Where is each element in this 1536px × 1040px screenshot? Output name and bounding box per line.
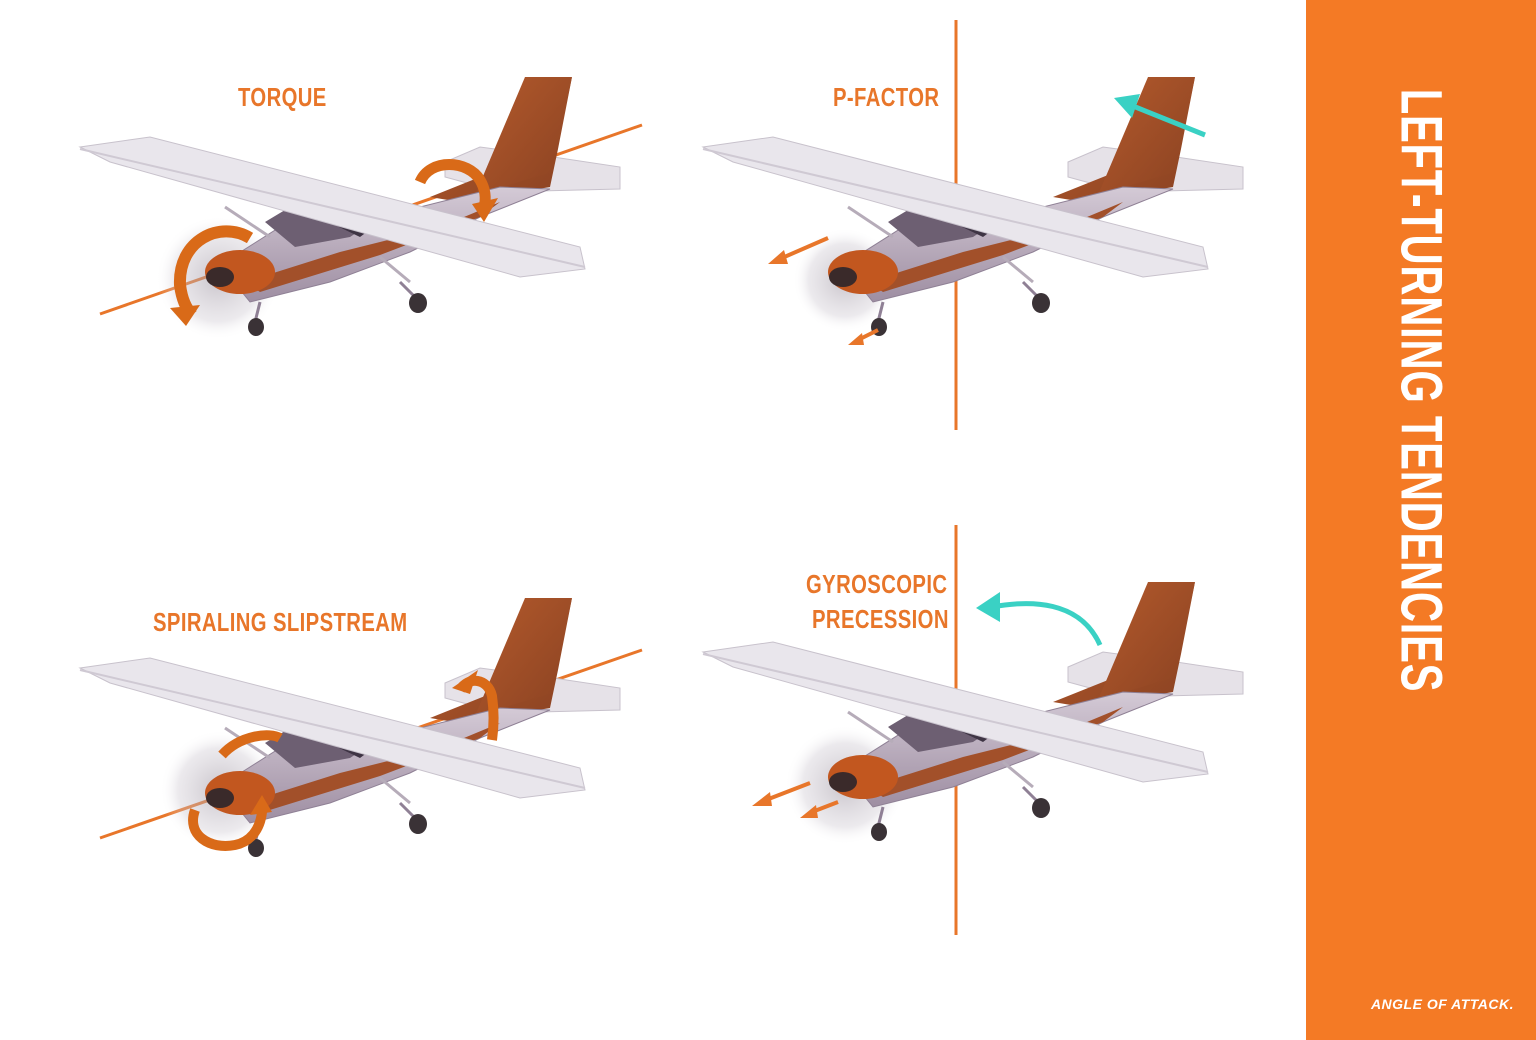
left-turning-tendencies-diagram	[78, 20, 1245, 935]
gyroscopic-precession-arrowhead	[976, 592, 1000, 622]
torque-prop-arrowhead	[170, 305, 200, 326]
spiraling-slipstream-title: SPIRALING SLIPSTREAM	[153, 607, 408, 637]
p-factor-panel	[701, 20, 1245, 430]
p-factor-yaw-arrowhead	[1114, 94, 1140, 118]
p-factor-thrust-arrow-up	[781, 236, 829, 260]
sidebar-title-text: LEFT-TURNING TENDENCIES	[1388, 88, 1454, 692]
gyroscopic-title-line2: PRECESSION	[812, 604, 949, 634]
gyroscopic-title-line1: GYROSCOPIC	[806, 569, 948, 599]
sidebar: ANGLE OF ATTACK.	[1306, 0, 1536, 1040]
p-factor-yaw-arrow	[1127, 101, 1206, 138]
p-factor-title: P-FACTOR	[833, 82, 940, 112]
slipstream-spiral-arrow-bottom	[188, 808, 267, 851]
gyroscopic-panel	[701, 525, 1245, 935]
gyroscopic-arrowhead-left-1	[752, 792, 772, 806]
torque-panel	[78, 75, 643, 340]
torque-tail-arrowhead	[472, 198, 498, 222]
sidebar-title: LEFT-TURNING TENDENCIES	[1331, 88, 1511, 692]
torque-prop-rotation-arrow	[173, 225, 254, 319]
gyroscopic-arrowhead-left-2	[800, 805, 818, 818]
p-factor-thrust-arrowhead-up	[768, 250, 788, 264]
gyroscopic-airplane	[701, 580, 1245, 843]
slipstream-spiral-arrowhead	[250, 795, 272, 815]
slipstream-tail-arrowhead	[452, 670, 478, 694]
torque-tail-rotation-arrow	[414, 159, 491, 210]
gyroscopic-arrow-left-1	[765, 781, 811, 802]
slipstream-spiral-arrow-front	[218, 730, 283, 759]
torque-title: TORQUE	[238, 82, 327, 112]
p-factor-thrust-arrowhead-down	[848, 333, 864, 345]
brand-logo: ANGLE OF ATTACK.	[1370, 996, 1514, 1012]
slipstream-panel	[78, 596, 643, 859]
gyroscopic-precession-arrow	[991, 601, 1103, 647]
